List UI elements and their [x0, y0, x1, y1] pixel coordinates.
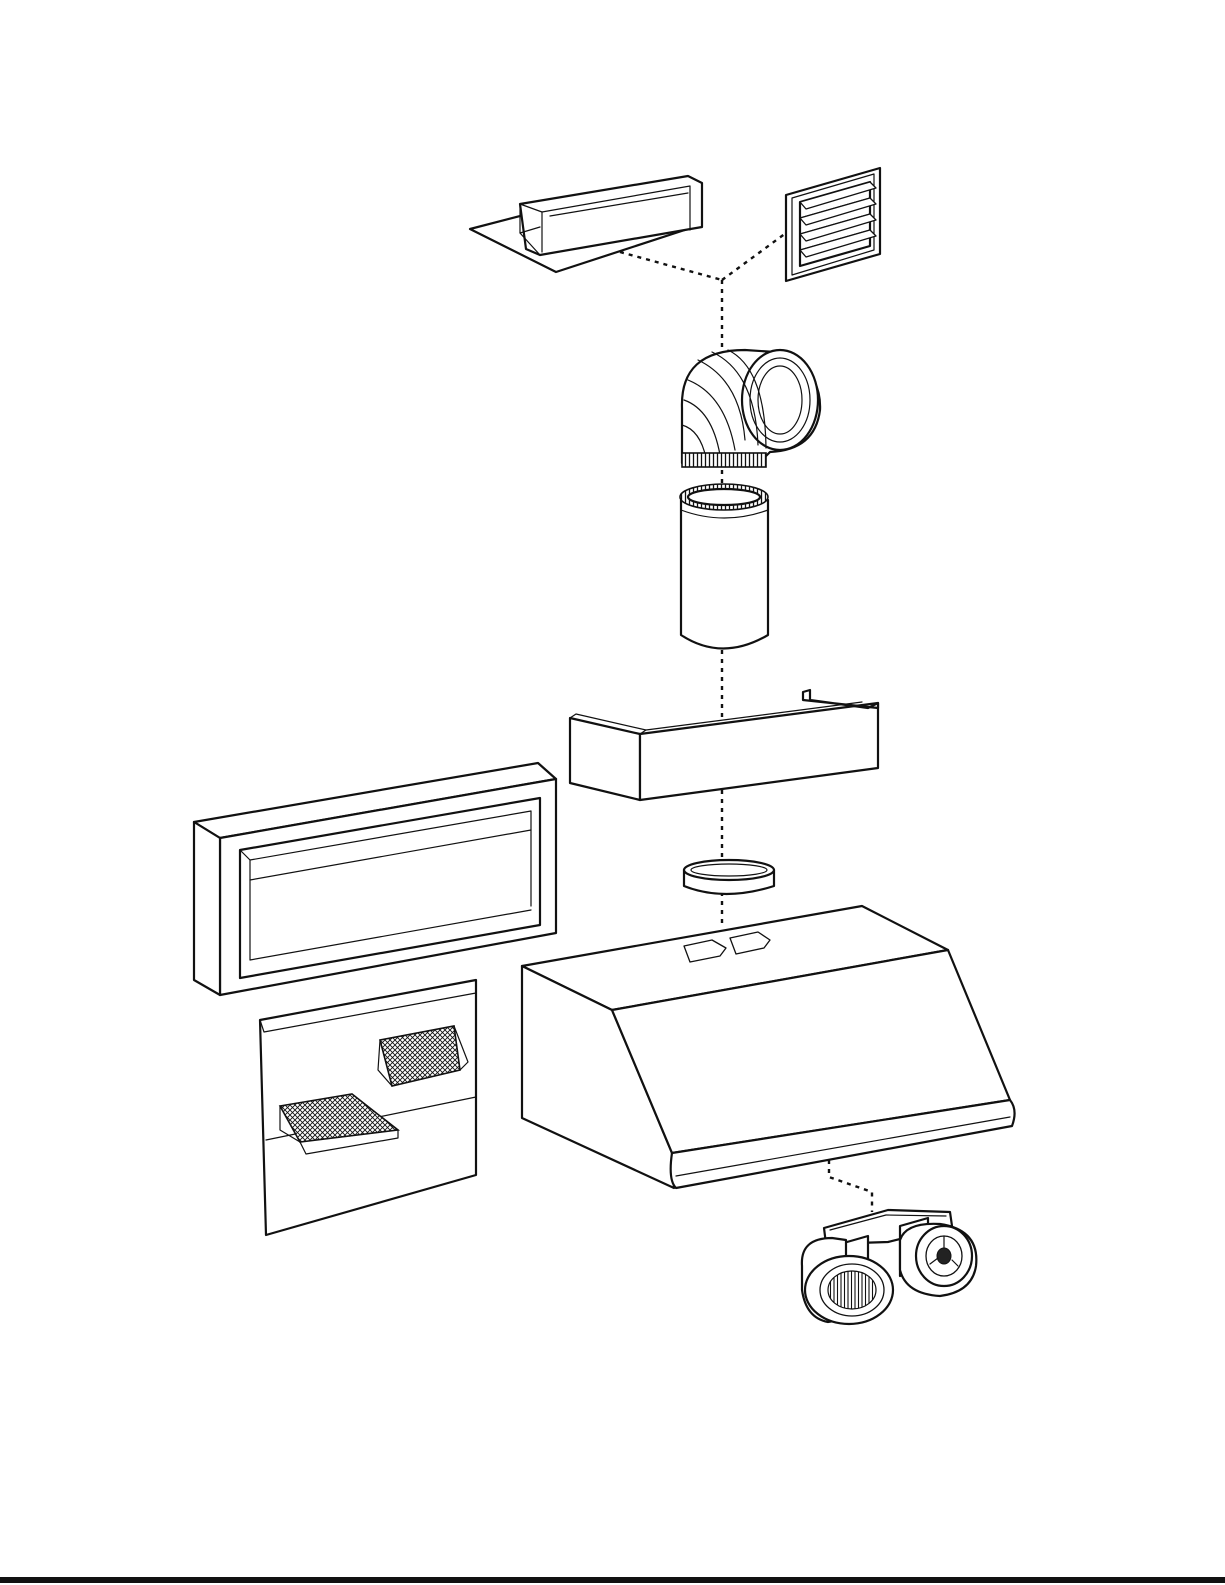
duct-cover: [570, 690, 878, 800]
baffle-filter-panel: [260, 980, 476, 1235]
round-duct: [680, 484, 768, 649]
blower-assembly: [802, 1210, 976, 1324]
page-bottom-rule: [0, 1577, 1225, 1583]
liner-frame: [194, 763, 556, 995]
roof-cap: [470, 176, 702, 272]
wall-cap: [786, 168, 880, 281]
range-hood-body: [522, 906, 1015, 1188]
duct-collar: [684, 860, 774, 894]
duct-elbow: [682, 350, 820, 467]
